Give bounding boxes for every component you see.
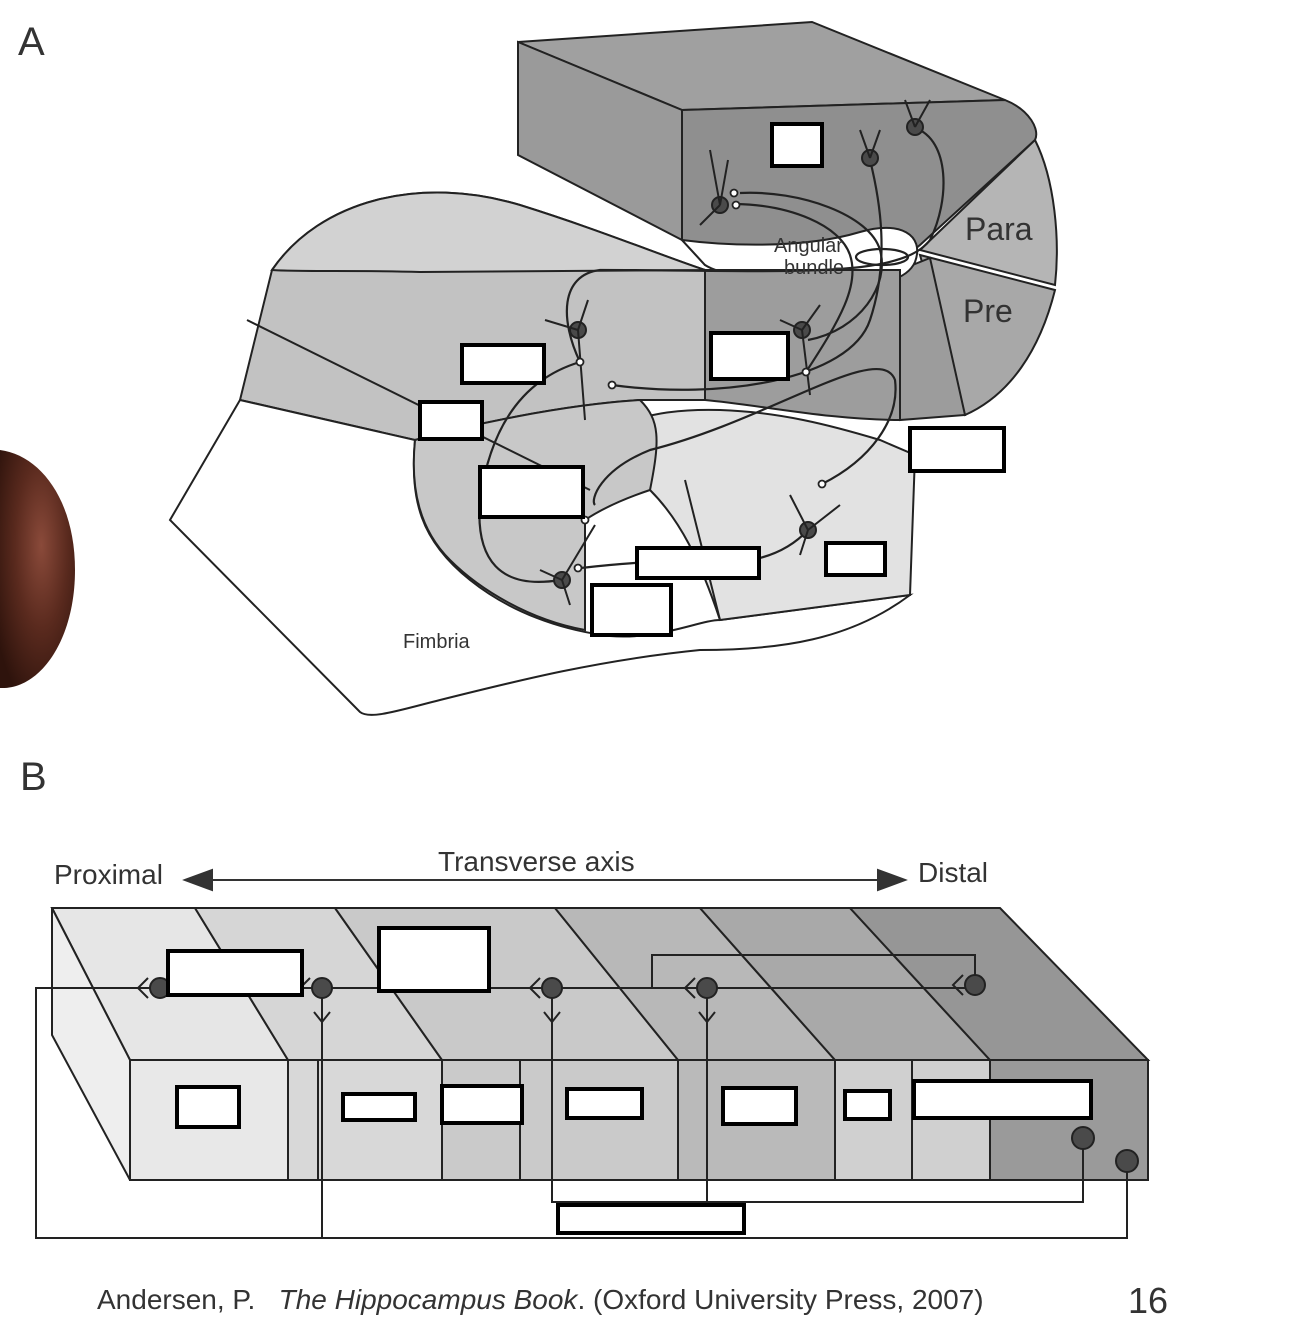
blank-box xyxy=(440,1084,524,1125)
blank-box xyxy=(377,926,491,993)
blank-box xyxy=(635,546,761,580)
citation: Andersen, P. The Hippocampus Book. (Oxfo… xyxy=(97,1284,984,1316)
panel-a-blank-boxes xyxy=(418,122,1006,637)
panel-a-neurons xyxy=(539,99,931,606)
panel-a-figure xyxy=(168,20,1058,716)
hippocampus-top-band xyxy=(270,191,706,274)
blank-box xyxy=(721,1086,798,1126)
blank-box xyxy=(709,331,790,381)
label-para: Para xyxy=(965,211,1033,247)
blank-box xyxy=(565,1087,644,1120)
label-angular: Angular xyxy=(774,235,843,257)
blank-box xyxy=(843,1089,892,1121)
blank-box xyxy=(824,541,887,577)
blank-box xyxy=(460,343,546,385)
decorative-ball xyxy=(0,450,75,689)
parasubiculum-region xyxy=(918,138,1058,287)
label-distal: Distal xyxy=(918,857,988,888)
blank-box xyxy=(590,583,673,637)
blank-box xyxy=(418,400,484,441)
panel-b-blank-boxes xyxy=(166,926,1093,1235)
label-bundle: bundle xyxy=(784,257,844,279)
blank-box xyxy=(556,1203,746,1235)
ca-field xyxy=(704,269,901,422)
panel-a-terminals xyxy=(573,188,827,573)
blank-box xyxy=(770,122,824,168)
label-fimbria: Fimbria xyxy=(403,631,471,653)
citation-author: Andersen, P. xyxy=(97,1284,256,1315)
citation-publisher: . (Oxford University Press, 2007) xyxy=(577,1284,984,1315)
panel-b-slab xyxy=(50,907,1151,1181)
blank-box xyxy=(908,426,1006,473)
blank-box xyxy=(166,949,304,997)
page-number: 16 xyxy=(1128,1280,1169,1321)
panel-b-neurons xyxy=(136,974,1139,1173)
citation-book-title: The Hippocampus Book xyxy=(278,1284,578,1315)
label-transverse-axis: Transverse axis xyxy=(438,846,635,877)
label-pre: Pre xyxy=(963,293,1013,329)
panel-b-axis xyxy=(182,868,908,892)
panel-b-letter: B xyxy=(20,755,47,799)
label-proximal: Proximal xyxy=(54,859,163,890)
fimbria-slab xyxy=(168,398,914,716)
panel-a-letter: A xyxy=(18,20,45,64)
blank-box xyxy=(912,1079,1093,1120)
blank-box xyxy=(341,1092,417,1122)
blank-box xyxy=(175,1085,241,1129)
blank-box xyxy=(478,465,585,519)
